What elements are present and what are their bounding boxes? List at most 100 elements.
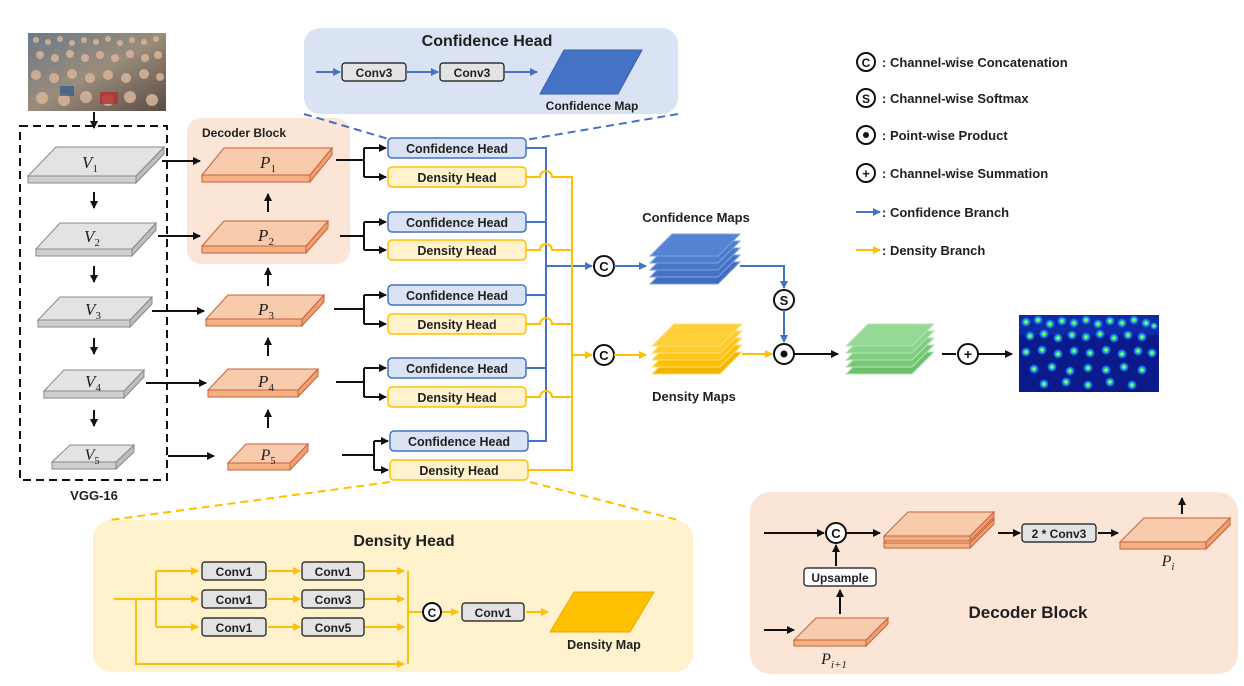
dh-row3-conv-a: Conv1 [216,621,253,635]
p3-label: P3 [257,300,274,322]
product-symbol [773,343,795,365]
svg-text:S: S [780,293,789,308]
pyramid-p5 [226,442,310,472]
vgg-backbone-box [19,125,168,481]
upsample-label: Upsample [811,571,869,585]
density-zoom-line-right [529,481,679,521]
density-head-1: Density Head [417,171,496,185]
backbone-v2 [34,221,158,258]
v5-label: V5 [85,447,100,467]
sum-symbol: + [957,343,979,365]
density-map-plane [549,591,655,633]
output-density-map-image [1019,315,1159,392]
svg-text:: Channel-wise Concatenation: : Channel-wise Concatenation [882,55,1068,70]
decoder-concat-stack [882,510,996,550]
dh-final-conv-box [461,602,525,622]
svg-text:: Channel-wise Summation: : Channel-wise Summation [882,166,1048,181]
v4-label: V4 [85,372,101,394]
legend-product: • : Point-wise Product [0,0,1008,145]
svg-text:C: C [599,348,609,363]
density-head-title: Density Head [353,533,454,550]
softmax-symbol: S [773,289,795,311]
confidence-maps-label: Confidence Maps [642,210,750,225]
v3-label: V3 [85,300,101,322]
legend: C : Channel-wise Concatenation S : Chann… [0,0,1068,258]
head-row-5: Confidence Head Density Head [389,430,529,481]
pi-label: Pi [1161,553,1175,573]
decoder-concat: C [825,522,847,544]
legend-concat: C : Channel-wise Concatenation [856,52,1068,72]
decoder-conv-label: 2 * Conv3 [1032,527,1087,541]
legend-density-branch: : Density Branch [856,243,985,258]
confidence-head-title: Confidence Head [422,33,553,50]
head-row-2: Confidence Head Density Head [387,211,527,261]
density-head-5: Density Head [419,464,498,478]
density-map-label: Density Map [567,638,641,652]
dh-row3-conv-b: Conv5 [315,621,352,635]
svg-text:C: C [599,259,609,274]
conf-conv-a-box [341,62,407,82]
density-maps-stack [650,323,744,375]
input-crowd-image [28,33,166,111]
dh-row2-conv-a: Conv1 [216,593,253,607]
backbone-v5 [50,443,136,471]
density-head-3: Density Head [417,318,496,332]
pyramid-p2 [200,219,330,255]
svg-text:C: C [428,606,437,620]
v2-label: V2 [84,227,100,249]
density-maps-label: Density Maps [652,389,736,404]
weighted-density-stack [844,323,936,375]
confidence-head-1: Confidence Head [406,142,508,156]
svg-text:+: + [964,346,972,362]
backbone-v1 [26,145,166,185]
density-zoom-line-left [109,481,391,521]
svg-text:+: + [862,166,870,181]
confidence-maps-stack [648,233,742,285]
conf-conv-a: Conv3 [356,66,393,80]
dh-final-conv: Conv1 [475,606,512,620]
density-head-concat: C [422,602,442,622]
upsample-box [803,567,877,587]
dh-row2-conv-b: Conv3 [315,593,352,607]
pyramid-p1 [200,146,334,184]
svg-text:: Point-wise Product: : Point-wise Product [882,128,1008,143]
conf-conv-b-box [439,62,505,82]
decoder-block-small-label: Decoder Block [202,126,286,140]
dh-row1-conv-a: Conv1 [216,565,253,579]
dh-row1-conv-b: Conv1 [315,565,352,579]
backbone-v4 [42,368,146,400]
decoder-input-pi1 [792,616,890,648]
svg-text:C: C [862,56,871,70]
svg-text:S: S [862,92,870,106]
pi1-label: Pi+1 [820,651,847,671]
v1-label: V1 [82,153,98,175]
density-head-2: Density Head [417,244,496,258]
confidence-map-plane [539,49,643,95]
legend-softmax: S : Channel-wise Softmax [856,88,1029,108]
confidence-zoom-line-left [303,113,393,141]
decoder-block-title: Decoder Block [968,603,1088,622]
svg-text:: Density Branch: : Density Branch [882,243,985,258]
confidence-head-3: Confidence Head [406,289,508,303]
density-conv-grid: Conv1 Conv1 Conv1 Conv3 Conv1 Conv5 [201,561,365,637]
pyramid-p4 [206,367,320,399]
decoder-output-pi [1118,516,1232,551]
density-head-flow [114,567,549,668]
confidence-head-5: Confidence Head [408,435,510,449]
confidence-map-label: Confidence Map [546,99,639,113]
p1-label: P1 [259,153,276,175]
density-branch-lines [526,170,593,471]
legend-confidence-branch: : Confidence Branch [856,205,1009,220]
backbone-v3 [36,295,154,329]
decoder-conv-box [1021,523,1097,543]
concat-symbol-density: C [593,344,615,366]
vgg-label: VGG-16 [70,488,118,503]
confidence-branch-lines [526,147,593,442]
concat-symbol-confidence: C [593,255,615,277]
head-row-1: Confidence Head Density Head [387,137,527,188]
density-head-4: Density Head [417,391,496,405]
p5-label: P5 [260,447,276,467]
svg-text:•: • [0,0,1,1]
confidence-head-4: Confidence Head [406,362,508,376]
